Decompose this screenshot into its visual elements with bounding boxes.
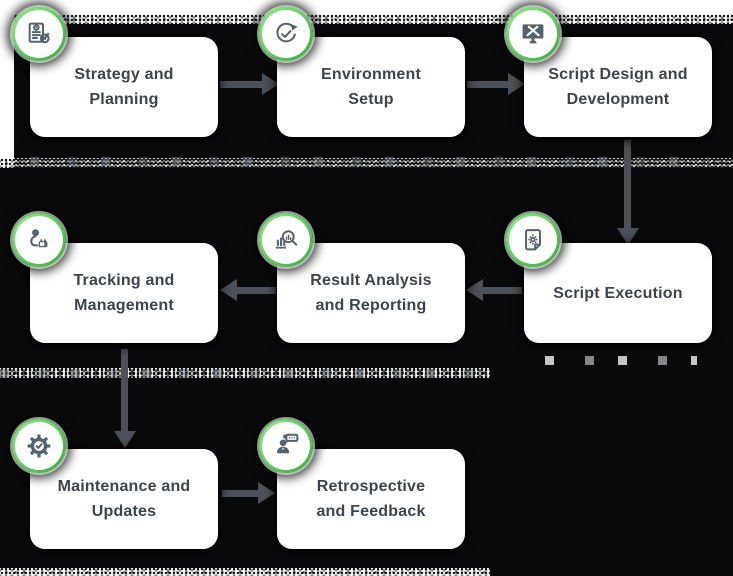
node-retrospective-feedback: Retrospective and Feedback — [277, 449, 465, 549]
node-environment-setup: Environment Setup — [277, 37, 465, 137]
node-icon-badge — [12, 419, 66, 473]
node-label: Result Analysis — [310, 272, 432, 289]
node-icon-badge — [12, 7, 66, 61]
node-label: and Feedback — [316, 503, 426, 520]
file-gear-icon — [525, 229, 541, 251]
refresh-check-icon — [276, 22, 298, 43]
node-strategy-planning: Strategy and Planning — [30, 37, 218, 137]
grain-strip — [545, 356, 697, 365]
grain-strip — [0, 369, 488, 378]
node-tracking-management: Tracking and Management — [30, 243, 218, 343]
node-label: Retrospective — [316, 478, 426, 495]
node-script-execution: Script Execution — [524, 243, 712, 343]
person-tracker-icon — [30, 229, 48, 248]
chart-magnifier-icon — [275, 230, 298, 249]
node-icon-badge — [259, 419, 313, 473]
node-label: Development — [566, 91, 670, 108]
node-label: and Reporting — [315, 297, 427, 314]
node-label: Strategy and — [74, 66, 174, 83]
node-label: Management — [74, 297, 174, 314]
node-label: Planning — [89, 91, 159, 108]
node-icon-badge — [259, 7, 313, 61]
node-label: Updates — [91, 503, 157, 520]
node-label: Setup — [348, 91, 394, 108]
monitor-design-icon — [522, 24, 544, 44]
node-script-design-development: Script Design and Development — [524, 37, 712, 137]
document-gear-target-icon — [28, 22, 50, 44]
node-label: Script Execution — [553, 284, 683, 302]
shadow-band-bottom-right — [490, 357, 733, 576]
node-label: Tracking and — [73, 272, 175, 289]
node-maintenance-updates: Maintenance and Updates — [30, 449, 218, 549]
node-label: Environment — [321, 66, 421, 83]
node-icon-badge — [506, 213, 560, 267]
node-result-analysis-reporting: Result Analysis and Reporting — [277, 243, 465, 343]
node-icon-badge — [12, 213, 66, 267]
node-label: Maintenance and — [57, 478, 191, 495]
node-label: Script Design and — [548, 66, 688, 83]
gear-check-icon — [27, 434, 51, 458]
person-feedback-icon — [276, 433, 299, 454]
node-icon-badge — [259, 213, 313, 267]
grain-strip — [30, 157, 710, 166]
node-icon-badge — [506, 7, 560, 61]
